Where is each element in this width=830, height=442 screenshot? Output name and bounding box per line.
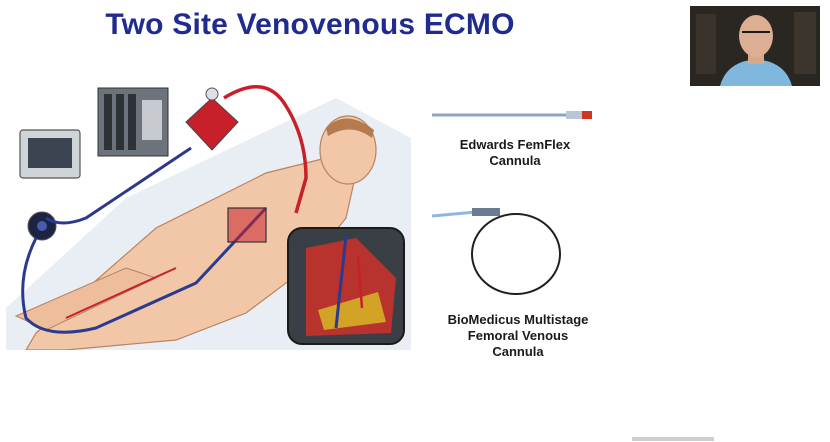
femflex-caption: Edwards FemFlex Cannula bbox=[420, 137, 610, 169]
biomedicus-caption-line2: Femoral Venous bbox=[418, 328, 618, 344]
person-video-icon bbox=[690, 6, 820, 86]
biomedicus-caption: BioMedicus Multistage Femoral Venous Can… bbox=[418, 312, 618, 360]
slide-footer-mark bbox=[632, 436, 714, 442]
biomedicus-caption-line3: Cannula bbox=[418, 344, 618, 360]
ecmo-illustration bbox=[6, 78, 411, 350]
femflex-caption-line1: Edwards FemFlex bbox=[420, 137, 610, 153]
femflex-cannula-image bbox=[428, 104, 598, 124]
biomedicus-caption-line1: BioMedicus Multistage bbox=[418, 312, 618, 328]
femflex-caption-line2: Cannula bbox=[420, 153, 610, 169]
slide-title: Two Site Venovenous ECMO bbox=[0, 8, 620, 42]
biomedicus-cannula-image bbox=[428, 198, 578, 298]
presenter-webcam-tile[interactable] bbox=[690, 6, 820, 86]
